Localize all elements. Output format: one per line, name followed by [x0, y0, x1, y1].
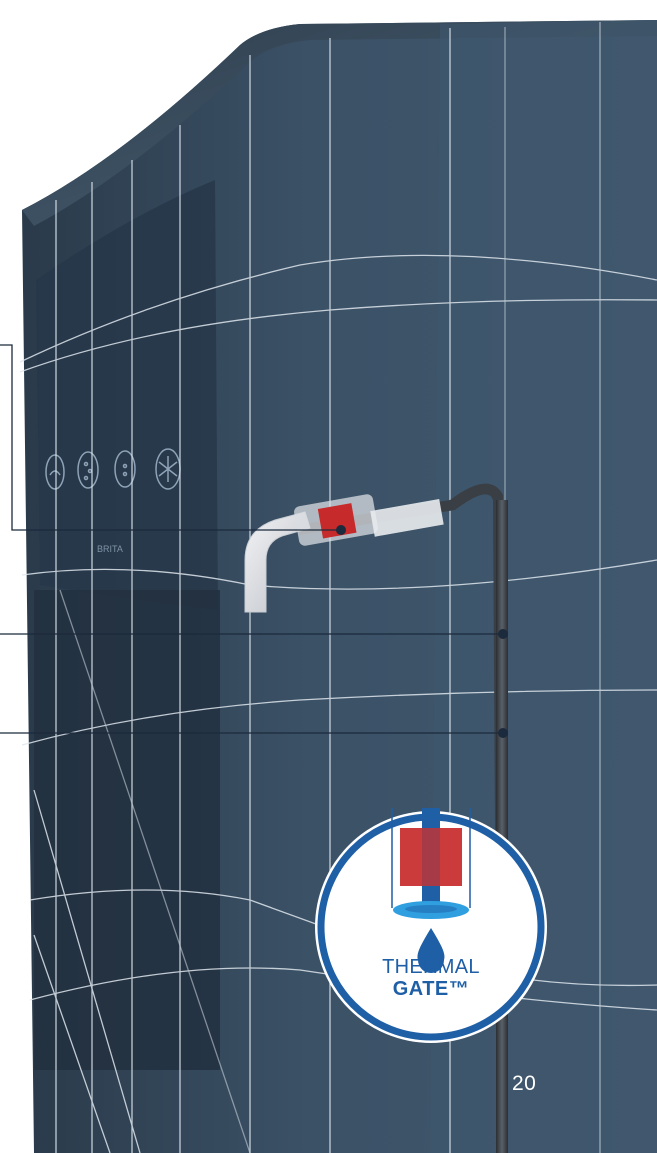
- thermal-gate-badge: THERMAL GATE™: [312, 808, 550, 1046]
- badge-title-line-1: THERMAL: [312, 956, 550, 979]
- page-number: 20: [512, 1072, 536, 1096]
- badge-title-line-2: GATE™: [312, 978, 550, 1001]
- brand-mark: BRITA: [97, 544, 123, 554]
- thermal-gate-logo-graphic: [312, 808, 550, 1046]
- front-control-panel: [34, 180, 220, 1070]
